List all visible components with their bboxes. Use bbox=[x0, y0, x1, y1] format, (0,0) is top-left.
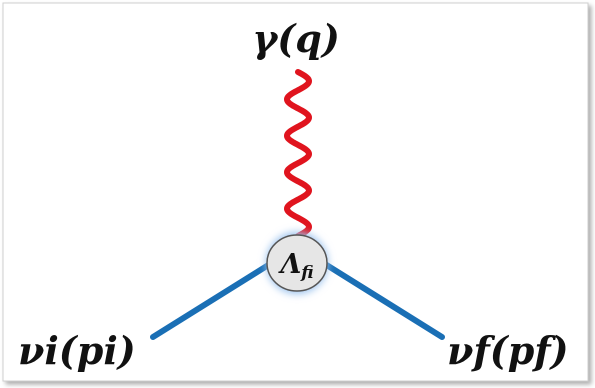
outgoing-neutrino-line bbox=[322, 261, 445, 340]
incoming-label: νi(pi) bbox=[18, 328, 136, 373]
vertex-label: Λfi bbox=[277, 249, 313, 283]
vertex-lambda: Λ bbox=[277, 249, 301, 280]
incoming-neutrino-line bbox=[150, 261, 273, 340]
vertex-circle bbox=[266, 234, 328, 292]
photon-line bbox=[283, 69, 313, 239]
card-border bbox=[2, 2, 589, 382]
vertex-subscript: fi bbox=[300, 263, 313, 283]
outgoing-label: νf(pf) bbox=[447, 328, 569, 373]
photon-label: γ(q) bbox=[252, 16, 340, 61]
